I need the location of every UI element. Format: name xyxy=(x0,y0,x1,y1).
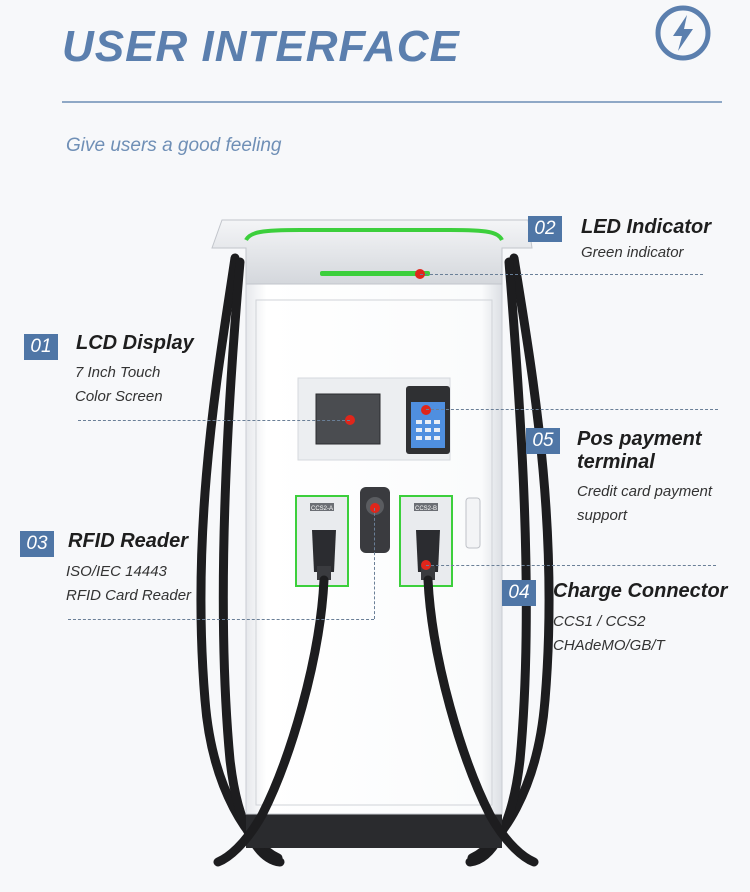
callout-title: Charge Connector xyxy=(553,580,728,602)
callout-title-line2: terminal xyxy=(577,451,655,473)
charger-door xyxy=(255,299,493,806)
callout-number: 05 xyxy=(526,428,560,454)
port-b-label: CCS2-B xyxy=(415,506,437,512)
callout-desc: Green indicator xyxy=(581,244,684,261)
callout-title: RFID Reader xyxy=(68,530,189,552)
callout-desc: support xyxy=(577,507,628,524)
callout-desc: Credit card payment xyxy=(577,483,713,500)
page-title: USER INTERFACE xyxy=(62,22,460,71)
charger-base xyxy=(246,812,502,848)
charger-hood xyxy=(211,219,533,285)
callout-number: 04 xyxy=(502,580,536,606)
port-a-label: CCS2-A xyxy=(311,506,333,512)
callout-desc: CHAdeMO/GB/T xyxy=(553,637,665,654)
callout-number: 01 xyxy=(24,334,58,360)
pointer-rfid xyxy=(68,619,374,620)
callout-title: LCD Display xyxy=(76,332,194,354)
door-handle xyxy=(465,497,481,549)
callout-desc: Color Screen xyxy=(75,388,163,405)
callout-number: 02 xyxy=(528,216,562,242)
header-divider xyxy=(62,101,722,103)
pointer-rfid-vertical xyxy=(374,508,375,619)
callout-number: 03 xyxy=(20,531,54,557)
rfid-reader xyxy=(360,487,390,553)
callout-title: Pos payment xyxy=(577,428,702,450)
callout-title: LED Indicator xyxy=(581,216,712,238)
callout-desc: ISO/IEC 14443 xyxy=(66,563,167,580)
callout-desc: RFID Card Reader xyxy=(66,587,192,604)
pointer-connector xyxy=(426,565,716,566)
lightning-bolt-icon xyxy=(655,5,711,61)
pointer-pos xyxy=(426,409,718,410)
pointer-lcd xyxy=(78,420,350,421)
callout-desc: CCS1 / CCS2 xyxy=(553,613,646,630)
page-subtitle: Give users a good feeling xyxy=(66,135,282,156)
led-strip xyxy=(320,271,430,276)
pointer-led xyxy=(420,274,703,275)
callout-desc: 7 Inch Touch xyxy=(75,364,161,381)
